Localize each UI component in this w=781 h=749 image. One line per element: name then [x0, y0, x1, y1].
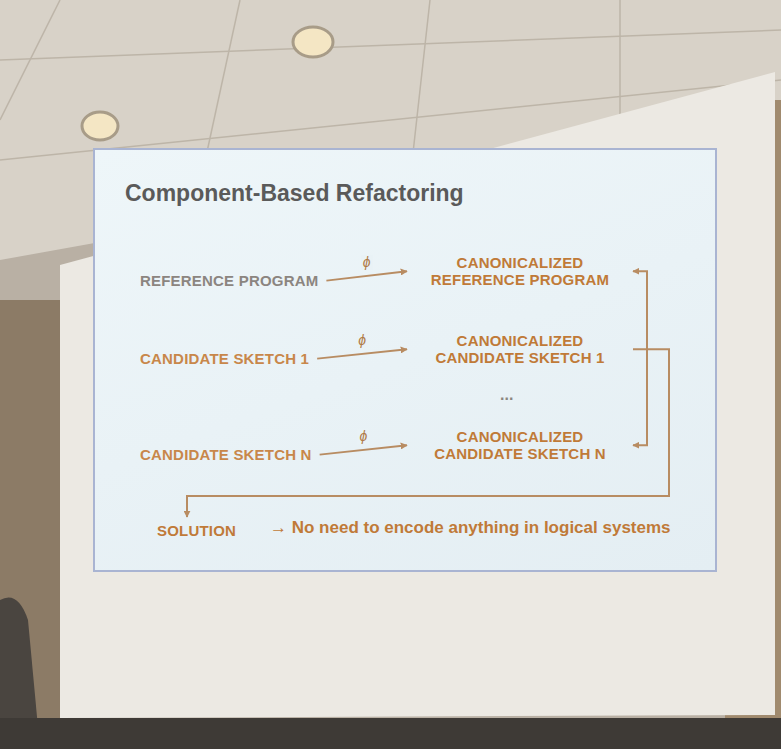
arrow-connector: [326, 271, 407, 280]
ceiling-light: [82, 112, 118, 140]
text-node: CANDIDATE SKETCH N: [140, 446, 312, 463]
wood-panel: [0, 300, 60, 749]
edge-label: ϕ: [357, 429, 369, 444]
node-text: REFERENCE PROGRAM: [140, 272, 318, 289]
text-node: REFERENCE PROGRAM: [140, 272, 318, 289]
arrow-connector: [187, 349, 669, 517]
text-node: CANONICALIZED CANDIDATE SKETCH 1: [415, 332, 625, 367]
node-text: CANDIDATE SKETCH N: [140, 446, 312, 463]
edge-label: ϕ: [361, 255, 373, 270]
arrow-connector: [320, 445, 407, 454]
node-text: CANDIDATE SKETCH 1: [140, 350, 309, 367]
arrow-connector: [633, 271, 647, 445]
audience-row: [0, 718, 781, 749]
arrow-connector: [317, 349, 407, 358]
edge-label: ϕ: [356, 333, 368, 348]
projection-screen: [60, 72, 775, 718]
slide: Component-Based RefactoringREFERENCE PRO…: [95, 150, 715, 570]
text-node: CANONICALIZED CANDIDATE SKETCH N: [415, 428, 625, 463]
ceiling-light: [293, 27, 333, 57]
text-node: CANONICALIZED REFERENCE PROGRAM: [415, 254, 625, 289]
text-node: CANDIDATE SKETCH 1: [140, 350, 309, 367]
text-node: SOLUTION: [157, 522, 236, 539]
note-text: → No need to encode anything in logical …: [270, 518, 671, 538]
slide-title: Component-Based Refactoring: [125, 180, 464, 207]
node-text: SOLUTION: [157, 522, 236, 539]
node-text: CANONICALIZED REFERENCE PROGRAM: [415, 254, 625, 289]
node-text: CANONICALIZED CANDIDATE SKETCH N: [415, 428, 625, 463]
node-text: CANONICALIZED CANDIDATE SKETCH 1: [415, 332, 625, 367]
ellipsis-note: ...: [500, 386, 513, 404]
